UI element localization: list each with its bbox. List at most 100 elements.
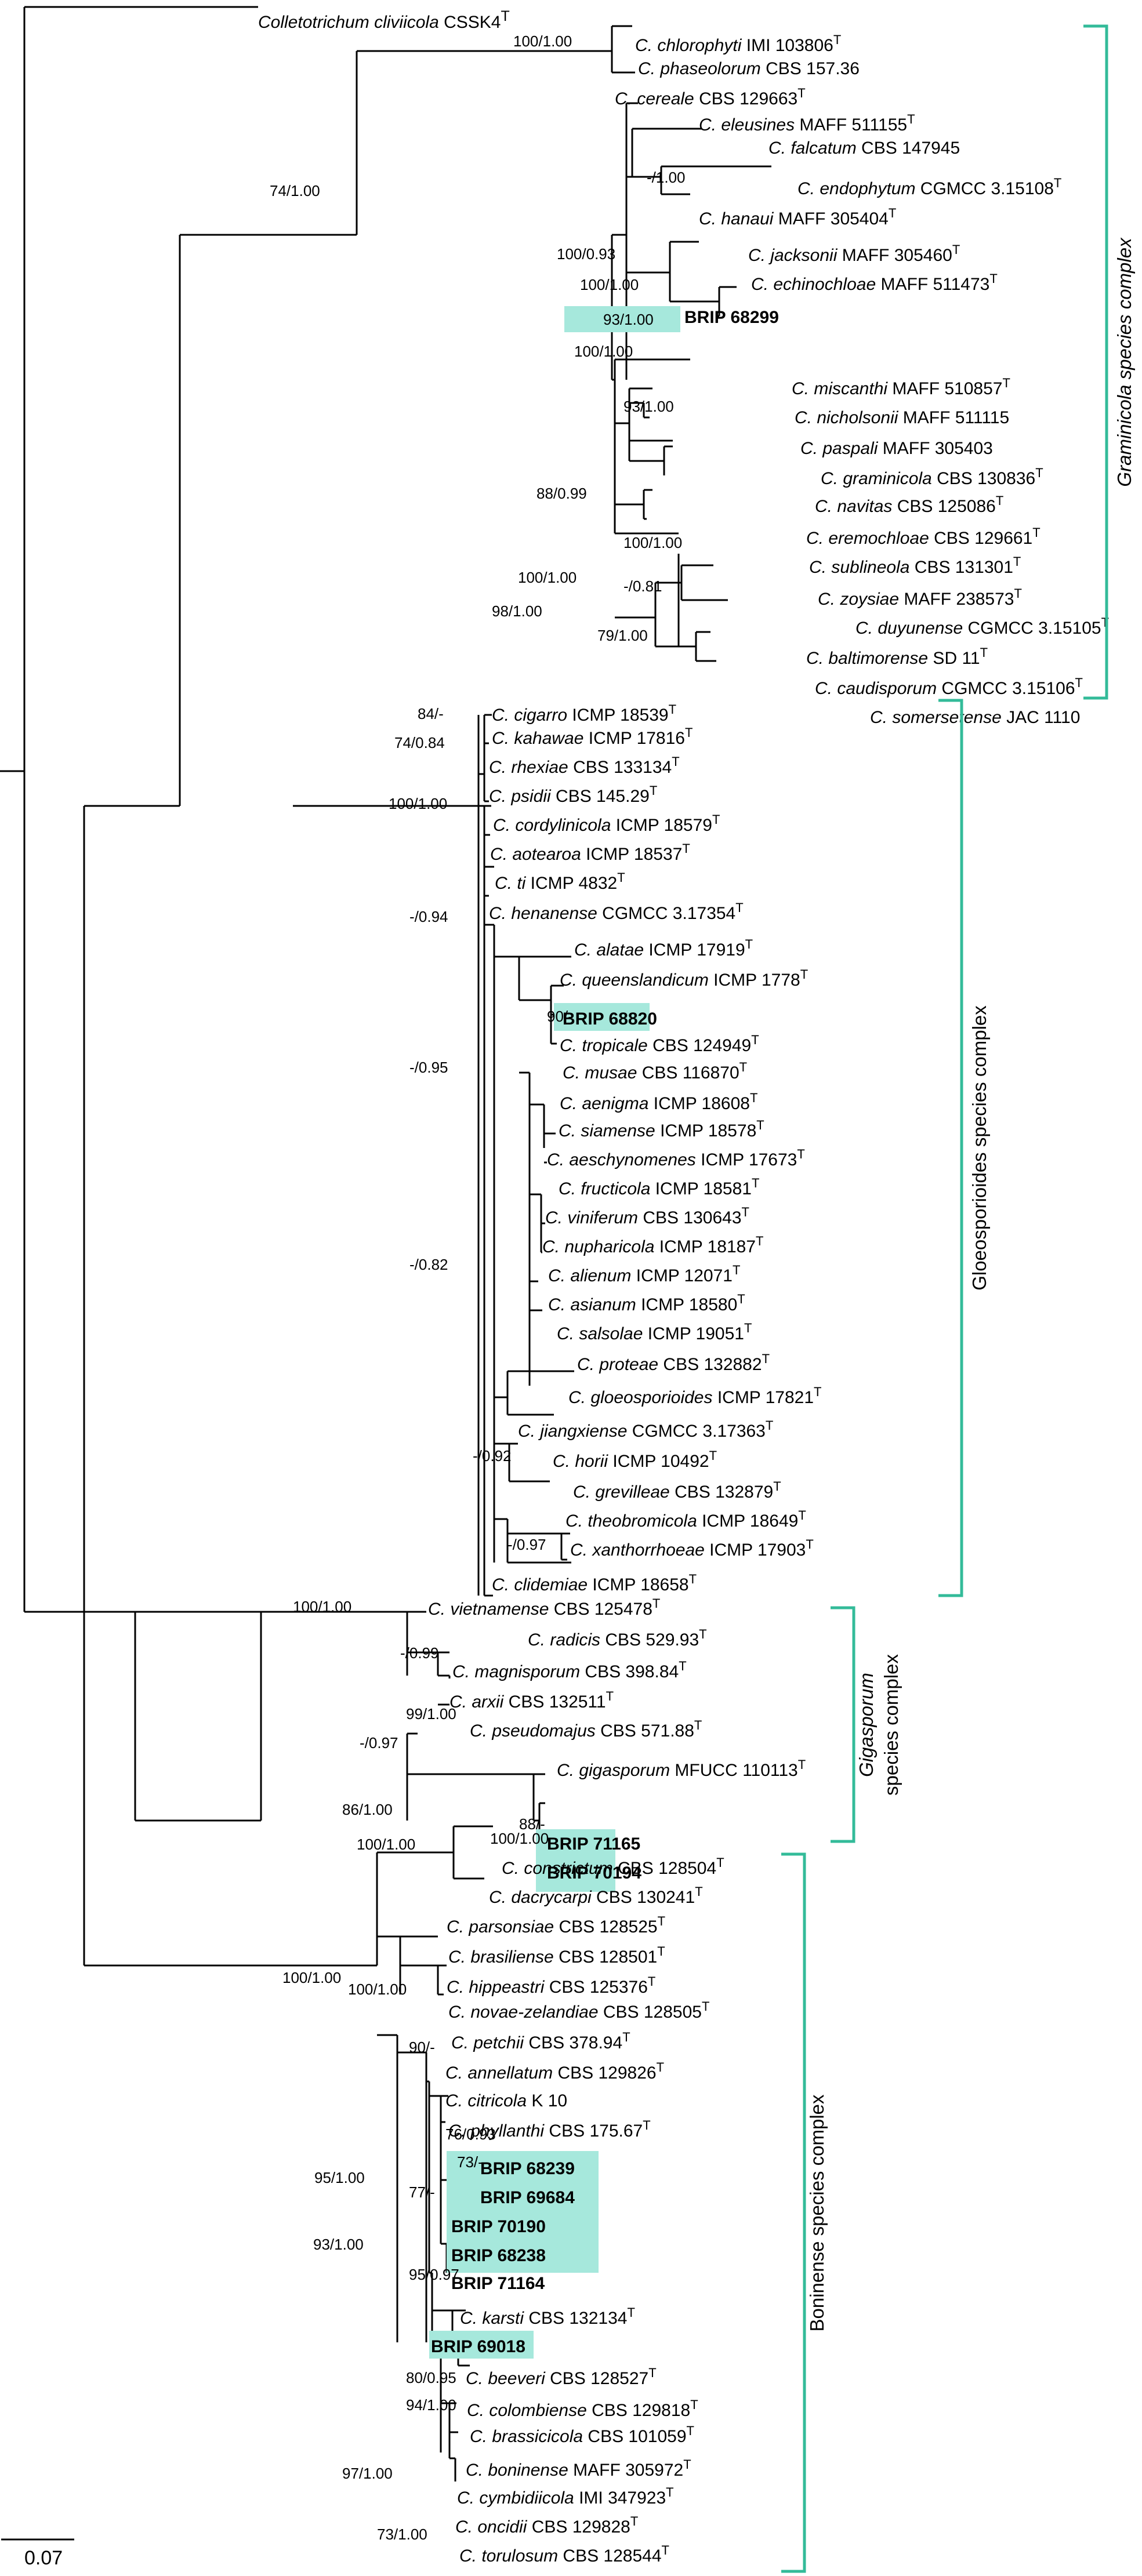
taxon-label-60: C. constrictum CBS 128504T (502, 1855, 724, 1878)
taxon-label-46: C. jiangxiense CGMCC 3.17363T (518, 1418, 773, 1441)
support-value-41: 94/1.00 (406, 2396, 456, 2414)
taxon-label-42: C. asianum ICMP 18580T (548, 1292, 745, 1314)
taxon-label-24: C. rhexiae CBS 133134T (489, 754, 680, 777)
highlight-box-0 (564, 306, 680, 332)
support-value-38: 95/1.00 (314, 2169, 365, 2186)
support-value-22: -/0.97 (507, 1536, 546, 1553)
taxon-label-35: C. aenigma ICMP 18608T (560, 1091, 757, 1113)
taxon-label-0: C. chlorophyti IMI 103806T (635, 32, 841, 55)
taxon-label-17: C. zoysiae MAFF 238573T (818, 586, 1022, 609)
taxon-label-16: C. sublineola CBS 131301T (809, 554, 1021, 577)
tree-branches (0, 6, 771, 2481)
support-value-17: -/0.94 (409, 908, 448, 925)
taxon-label-37: C. aeschynomenes ICMP 17673T (547, 1147, 805, 1169)
taxon-label-54: C. magnisporum CBS 398.84T (452, 1659, 687, 1681)
support-value-15: 74/0.84 (394, 734, 445, 751)
support-value-4: 93/1.00 (603, 311, 654, 328)
support-value-16: 100/1.00 (389, 795, 447, 812)
boninense-bracket (781, 1852, 806, 2573)
taxon-label-7: C. jacksonii MAFF 305460T (748, 242, 960, 265)
support-value-9: -/0.81 (623, 577, 662, 595)
taxon-label-66: C. petchii CBS 378.94T (451, 2030, 630, 2052)
support-value-11: 98/1.00 (492, 602, 542, 620)
support-value-29: 86/1.00 (342, 1801, 393, 1818)
taxon-label-63: C. brasiliense CBS 128501T (448, 1944, 665, 1967)
support-value-7: 88/0.99 (536, 485, 587, 502)
taxon-label-20: C. caudisporum CGMCC 3.15106T (815, 675, 1083, 698)
support-value-33: 90/- (409, 2039, 435, 2056)
taxon-label-29: C. henanense CGMCC 3.17354T (489, 900, 744, 923)
support-value-0: 100/1.00 (513, 32, 572, 50)
support-labels: 100/1.00-/1.00100/0.93100/1.0093/1.00100… (270, 32, 686, 2543)
scale-bar: 0.07 (1, 2538, 74, 2569)
taxon-label-3: C. eleusines MAFF 511155T (699, 112, 915, 135)
taxon-label-26: C. cordylinicola ICMP 18579T (493, 812, 720, 835)
gloeosporioides-bracket (938, 699, 963, 1597)
taxon-label-41: C. alienum ICMP 12071T (548, 1263, 740, 1285)
taxon-label-28: C. ti ICMP 4832T (495, 870, 625, 893)
graminicola-complex-label: Graminicola species complex (1114, 237, 1135, 487)
taxon-label-47: C. horii ICMP 10492T (553, 1448, 717, 1471)
support-value-18: 90/- (547, 1008, 573, 1025)
taxon-label-32: BRIP 68820 (563, 1009, 657, 1029)
highlight-box-1 (554, 1003, 650, 1031)
taxon-label-74: BRIP 71164 (451, 2274, 545, 2293)
taxon-label-77: C. beeveri CBS 128527T (466, 2366, 657, 2388)
support-value-21: -/0.92 (473, 1447, 512, 1465)
complex-labels: Graminicola species complex Gloeosporioi… (806, 237, 1135, 2332)
taxon-label-4: C. falcatum CBS 147945 (768, 139, 960, 158)
support-value-31: 100/1.00 (282, 1969, 341, 1986)
taxon-label-78: C. colombiense CBS 129818T (467, 2397, 698, 2420)
support-value-19: -/0.95 (409, 1059, 448, 1076)
taxon-label-51: C. clidemiae ICMP 18658T (492, 1572, 697, 1594)
taxon-label-52: C. vietnamense CBS 125478T (428, 1596, 660, 1619)
taxon-label-21: C. somersetense JAC 1110 (870, 708, 1080, 727)
taxon-label-75: C. karsti CBS 132134T (460, 2305, 635, 2328)
taxon-label-11: C. nicholsonii MAFF 511115 (795, 408, 1009, 427)
taxon-label-1: C. phaseolorum CBS 157.36 (638, 59, 860, 78)
taxon-label-82: C. oncidii CBS 129828T (455, 2514, 638, 2537)
taxon-label-76: BRIP 69018 (431, 2337, 525, 2356)
taxon-label-48: C. grevilleae CBS 132879T (573, 1479, 781, 1502)
gloeosporioides-complex-label: Gloeosporioides species complex (969, 1005, 990, 1291)
taxon-label-10: C. miscanthi MAFF 510857T (792, 376, 1010, 398)
taxon-label-80: C. boninense MAFF 305972T (466, 2457, 691, 2480)
support-value-10: 79/1.00 (597, 627, 648, 644)
complex-brackets (781, 24, 1108, 2573)
highlight-boxes (429, 306, 680, 2359)
highlight-box-2 (536, 1829, 615, 1892)
taxon-label-59: BRIP 70194 (547, 1863, 641, 1883)
taxon-label-43: C. salsolae ICMP 19051T (557, 1321, 752, 1343)
taxon-label-34: C. musae CBS 116870T (563, 1060, 747, 1082)
support-value-13: 74/1.00 (270, 182, 320, 199)
scale-bar-label: 0.07 (24, 2547, 63, 2569)
support-value-28: 100/1.00 (490, 1830, 549, 1847)
taxon-label-14: C. navitas CBS 125086T (815, 493, 1003, 516)
taxon-label-58: BRIP 71165 (547, 1834, 640, 1854)
taxon-label-73: BRIP 68238 (451, 2246, 546, 2265)
taxon-label-36: C. siamense ICMP 18578T (559, 1118, 764, 1140)
taxon-label-67: C. annellatum CBS 129826T (445, 2060, 664, 2083)
gigasporum-complex-label-line1: Gigasporum (855, 1673, 877, 1777)
boninense-complex-label: Boninense species complex (806, 2094, 828, 2332)
taxon-label-27: C. aotearoa ICMP 18537T (490, 841, 690, 864)
taxon-label-83: C. torulosum CBS 128544T (459, 2543, 669, 2566)
taxon-label-40: C. nupharicola ICMP 18187T (542, 1234, 763, 1256)
taxon-label-50: C. xanthorrhoeae ICMP 17903T (570, 1537, 814, 1560)
support-value-2: 100/0.93 (557, 245, 615, 263)
support-value-37: 95/0.97 (409, 2266, 459, 2283)
taxon-label-56: C. pseudomajus CBS 571.88T (470, 1718, 702, 1741)
taxon-label-65: C. novae-zelandiae CBS 128505T (448, 1999, 709, 2022)
support-value-26: -/0.97 (360, 1734, 398, 1752)
support-value-43: 73/1.00 (377, 2526, 427, 2543)
taxon-label-62: C. parsonsiae CBS 128525T (447, 1914, 665, 1936)
highlight-box-4 (429, 2331, 534, 2359)
support-value-35: 73/- (457, 2153, 483, 2171)
taxon-label-45: C. gloeosporioides ICMP 17821T (568, 1385, 822, 1407)
taxon-label-19: C. baltimorense SD 11T (806, 645, 988, 668)
support-value-32: 100/1.00 (348, 1981, 407, 1998)
taxon-label-30: C. alatae ICMP 17919T (574, 937, 753, 960)
support-value-27: 88/- (519, 1815, 545, 1833)
taxon-label-13: C. graminicola CBS 130836T (821, 466, 1043, 488)
taxon-label-22: C. cigarro ICMP 18539T (492, 702, 676, 725)
